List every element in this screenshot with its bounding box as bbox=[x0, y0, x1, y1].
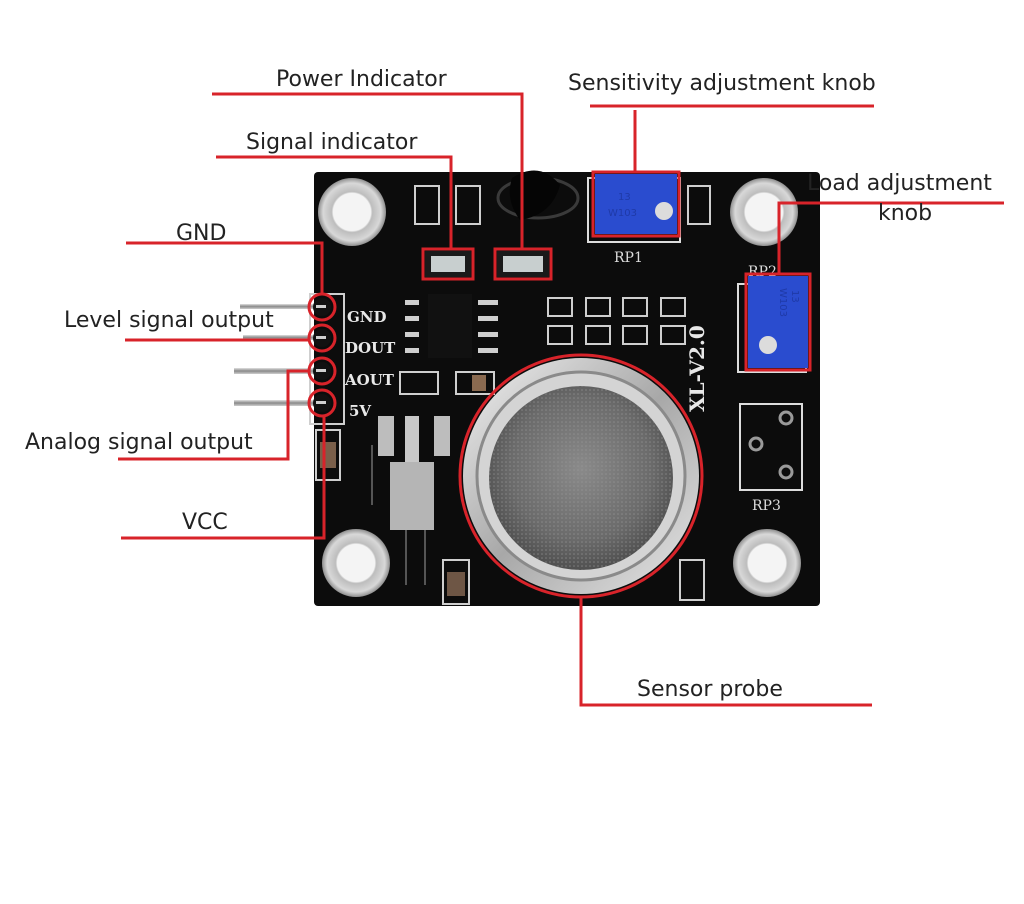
header-pin-aout bbox=[234, 368, 324, 374]
pin-label-5v: 5V bbox=[349, 402, 371, 420]
mounting-hole-bottom-left bbox=[322, 529, 390, 597]
power-indicator-leader bbox=[212, 92, 524, 249]
pin-label-aout: AOUT bbox=[344, 371, 395, 389]
smd-pad-grid bbox=[547, 297, 686, 345]
pot2-marking-top: 13 bbox=[789, 290, 800, 303]
ic-chip bbox=[405, 294, 498, 358]
callout-load-knob-line2: knob bbox=[878, 201, 932, 226]
signal-indicator-highlight bbox=[421, 247, 475, 281]
power-led bbox=[497, 251, 549, 277]
callout-sensitivity-knob: Sensitivity adjustment knob bbox=[568, 71, 876, 96]
callout-load-knob-line1: Load adjustment bbox=[807, 171, 992, 196]
pot-marking-bottom: W103 bbox=[608, 208, 637, 219]
callout-power-indicator: Power Indicator bbox=[276, 67, 448, 92]
vcc-leader bbox=[121, 416, 326, 540]
smd-resistor bbox=[414, 185, 711, 225]
callout-level-output: Level signal output bbox=[64, 308, 274, 333]
mounting-hole-top-left bbox=[318, 178, 386, 246]
load-potentiometer: 13 W103 bbox=[737, 276, 808, 373]
sensitivity-potentiometer: 13 W103 bbox=[587, 174, 681, 243]
pcb-board: 13 W103 RP1 RP2 13 W103 RP3 bbox=[234, 170, 820, 606]
signal-led bbox=[425, 251, 471, 277]
vcc-pin-highlight bbox=[307, 388, 337, 418]
rp3-footprint bbox=[739, 403, 803, 491]
pin-label-dout: DOUT bbox=[345, 339, 396, 357]
callout-gnd: GND bbox=[176, 221, 226, 246]
pot2-marking-bottom: W103 bbox=[777, 288, 788, 317]
callout-analog-output: Analog signal output bbox=[25, 430, 253, 455]
dout-pin-highlight bbox=[307, 323, 337, 353]
rp1-label: RP1 bbox=[614, 250, 643, 266]
mounting-hole-bottom-right bbox=[733, 529, 801, 597]
mounting-hole-top-right bbox=[730, 178, 798, 246]
sensor-probe-can bbox=[458, 353, 704, 599]
load-knob-leader bbox=[777, 201, 1004, 274]
smd-component-vertical bbox=[371, 416, 450, 585]
smd-capacitor-bottom bbox=[442, 559, 705, 605]
header-pin-gnd bbox=[240, 304, 324, 309]
version-marking: XL-V2.0 bbox=[685, 325, 709, 412]
signal-indicator-leader bbox=[216, 155, 453, 249]
callout-vcc: VCC bbox=[182, 510, 228, 535]
analog-output-leader bbox=[118, 369, 309, 461]
header-pin-5v bbox=[234, 400, 324, 406]
gnd-leader bbox=[126, 241, 324, 294]
header-pins bbox=[234, 298, 331, 412]
pot-marking-top: 13 bbox=[618, 192, 631, 203]
pin-label-gnd: GND bbox=[347, 308, 387, 326]
sensor-probe-leader bbox=[579, 597, 872, 707]
rp3-label: RP3 bbox=[752, 498, 781, 514]
header-pin-dout bbox=[243, 335, 323, 340]
callout-signal-indicator: Signal indicator bbox=[246, 130, 418, 155]
smd-resistor-row bbox=[399, 371, 495, 395]
callout-sensor-probe: Sensor probe bbox=[637, 677, 783, 702]
